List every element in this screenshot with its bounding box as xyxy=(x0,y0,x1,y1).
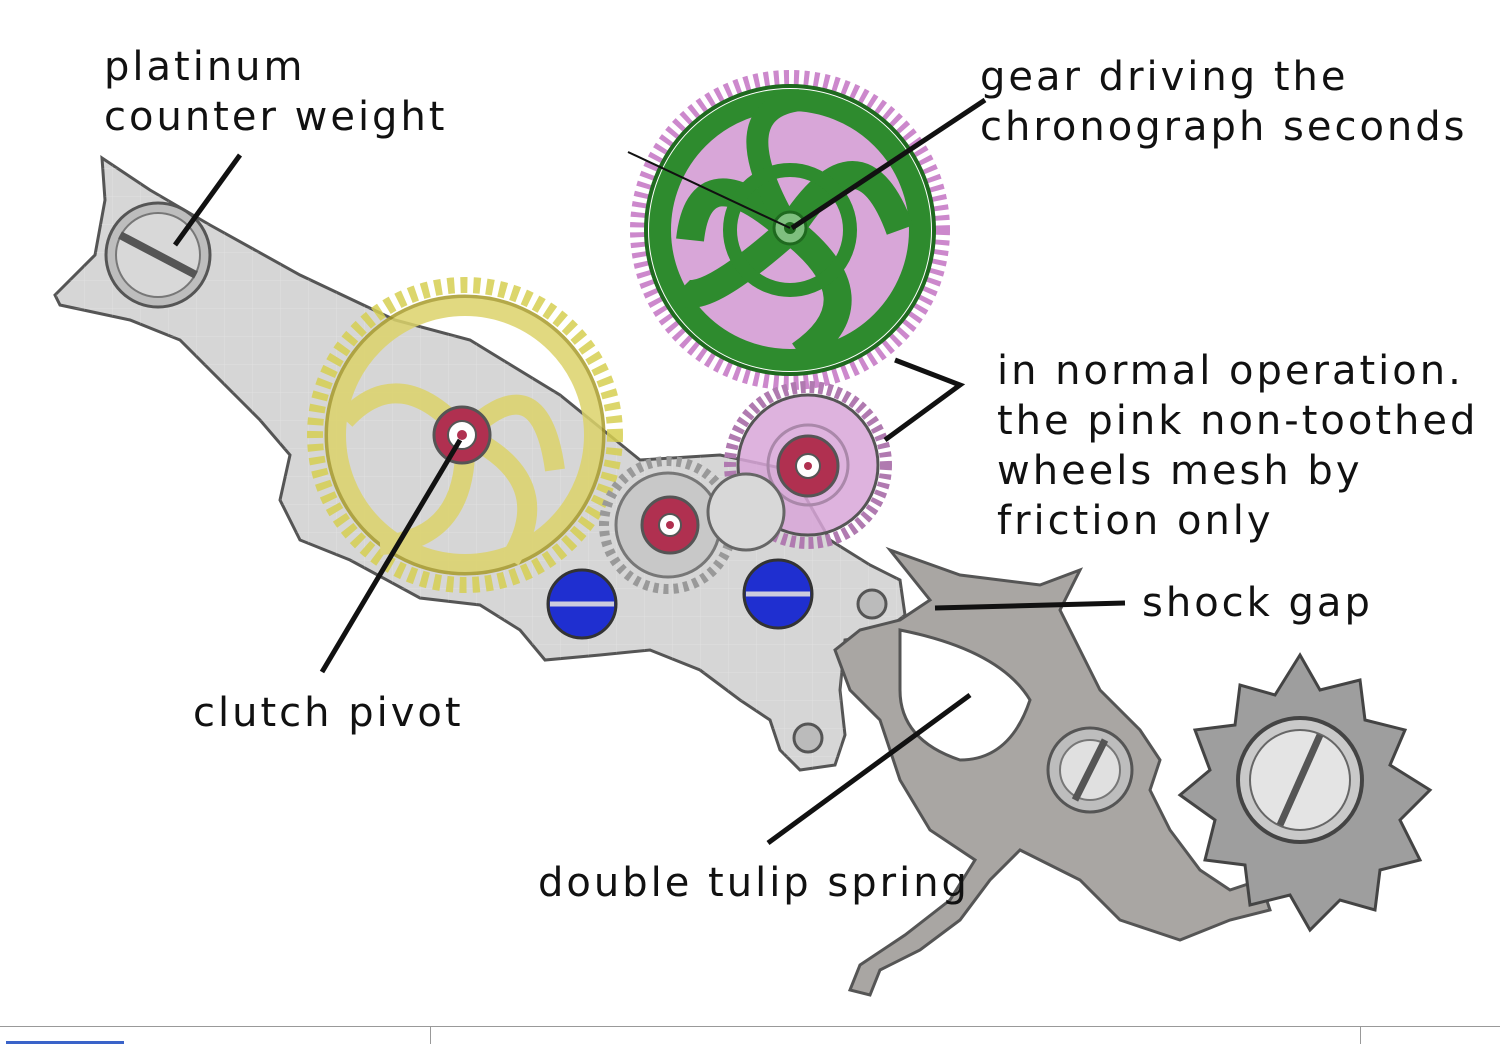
bottom-separator xyxy=(1360,1027,1361,1044)
pin-bottom xyxy=(792,722,824,754)
leader-gear-driving xyxy=(790,97,987,231)
leader-counter-weight xyxy=(172,153,243,247)
blue-screw-left xyxy=(546,568,618,640)
yellow-gear xyxy=(307,277,623,593)
star-wheel xyxy=(1177,652,1433,933)
spring-screw xyxy=(1046,726,1134,814)
blue-screw-right xyxy=(742,558,814,630)
leader-normal-operation xyxy=(883,357,966,443)
label-tulip-spring: double tulip spring xyxy=(538,860,970,906)
leader-lines xyxy=(172,97,1126,846)
leader-clutch-pivot xyxy=(319,438,463,674)
bottom-bar xyxy=(0,1026,1500,1044)
ruby-jewel-pink xyxy=(776,434,840,498)
clutch-lever-frame xyxy=(53,155,907,772)
pin-right xyxy=(856,588,888,620)
green-gear xyxy=(630,70,950,390)
label-shock-gap: shock gap xyxy=(1142,580,1373,626)
label-gear-driving: gear driving the chronograph seconds xyxy=(980,54,1468,150)
ruby-jewel-gear xyxy=(640,495,700,555)
label-normal-operation: in normal operation. the pink non-toothe… xyxy=(997,348,1479,544)
ruby-jewel-clutch xyxy=(432,405,492,465)
label-clutch-pivot: clutch pivot xyxy=(193,690,464,736)
leader-shock-gap xyxy=(934,600,1126,611)
bottom-separator xyxy=(430,1027,431,1044)
leader-tulip-spring xyxy=(766,692,972,846)
label-counter-weight: platinum counter weight xyxy=(104,44,448,140)
